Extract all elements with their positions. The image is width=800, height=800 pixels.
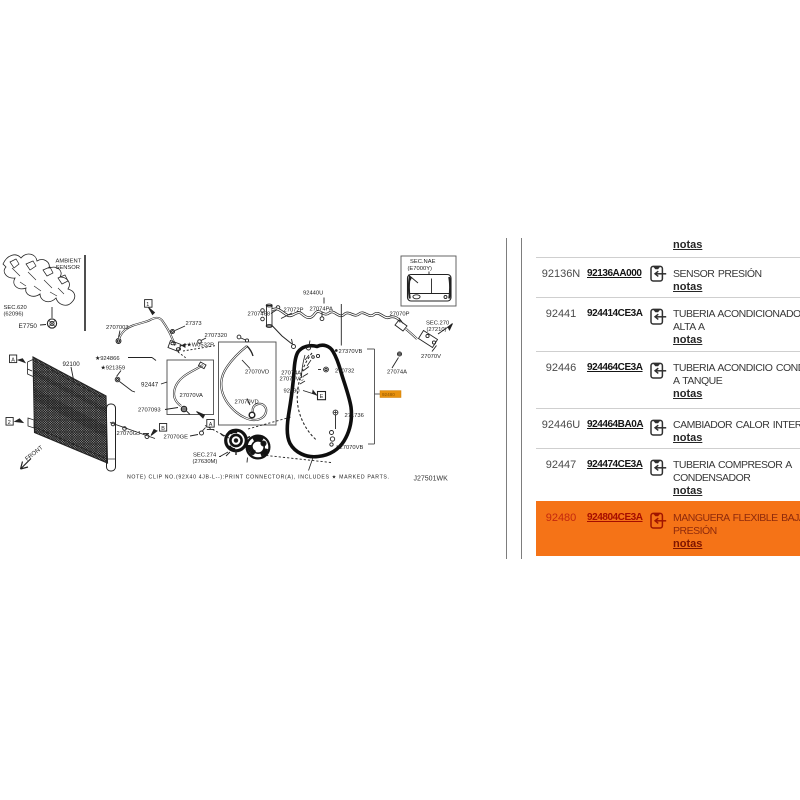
svg-text:27070V: 27070V: [421, 354, 441, 360]
svg-text:SEC.NAE: SEC.NAE: [410, 259, 436, 265]
svg-text:★924866: ★924866: [95, 355, 120, 362]
svg-text:27070P: 27070P: [390, 312, 410, 318]
svg-text:27074A: 27074A: [281, 371, 301, 377]
svg-text:92480: 92480: [382, 392, 395, 397]
svg-text:E: E: [320, 394, 324, 400]
svg-text:27074A: 27074A: [387, 370, 407, 376]
svg-text:SEC.274: SEC.274: [193, 453, 217, 459]
svg-text:SENSOR: SENSOR: [56, 265, 80, 271]
svg-text:AMBIENT: AMBIENT: [56, 259, 82, 265]
svg-text:J27501WK: J27501WK: [414, 476, 449, 483]
svg-text:A: A: [11, 357, 15, 363]
svg-text:2707003: 2707003: [106, 325, 129, 331]
svg-text:92447: 92447: [141, 382, 159, 389]
svg-text:NOTE) CLIP NO.(92X40 4JB-L--):: NOTE) CLIP NO.(92X40 4JB-L--):PRINT CONN…: [127, 475, 389, 481]
svg-text:2: 2: [8, 420, 11, 426]
svg-text:1: 1: [146, 302, 149, 308]
svg-text:27074PA: 27074PA: [310, 307, 334, 313]
svg-text:E7750: E7750: [19, 323, 38, 330]
svg-text:27070GE: 27070GE: [164, 435, 189, 441]
svg-text:(62096): (62096): [4, 312, 24, 318]
svg-text:27072P: 27072P: [284, 308, 304, 314]
svg-text:271736: 271736: [345, 413, 364, 419]
svg-text:A: A: [209, 422, 213, 428]
svg-text:(E7000Y): (E7000Y): [408, 266, 433, 272]
svg-text:92440U: 92440U: [303, 291, 323, 297]
svg-text:★W0532P: ★W0532P: [187, 342, 215, 349]
svg-text:2707320: 2707320: [205, 333, 228, 339]
svg-text:FRONT: FRONT: [25, 445, 45, 463]
svg-text:27070VD: 27070VD: [235, 400, 259, 406]
svg-text:27370VB: 27370VB: [339, 349, 363, 355]
svg-text:92490: 92490: [284, 389, 300, 395]
svg-text:27070VA: 27070VA: [180, 393, 204, 399]
svg-text:27070VC: 27070VC: [280, 377, 304, 383]
svg-text:B: B: [161, 426, 165, 432]
svg-text:270732: 270732: [335, 369, 354, 375]
svg-text:2707468: 2707468: [248, 312, 271, 318]
svg-text:92100: 92100: [63, 361, 81, 368]
svg-text:27373: 27373: [186, 321, 202, 327]
svg-text:2707093: 2707093: [138, 408, 161, 414]
svg-text:SEC.270: SEC.270: [426, 321, 449, 327]
svg-text:27070GJ: 27070GJ: [117, 431, 141, 437]
svg-text:SEC.620: SEC.620: [4, 305, 27, 311]
svg-text:(27630M): (27630M): [193, 459, 218, 465]
svg-text:(27210): (27210): [427, 327, 447, 333]
svg-text:27070VD: 27070VD: [245, 370, 269, 376]
svg-text:★921359: ★921359: [101, 365, 126, 372]
svg-text:27070VB: 27070VB: [340, 445, 364, 451]
